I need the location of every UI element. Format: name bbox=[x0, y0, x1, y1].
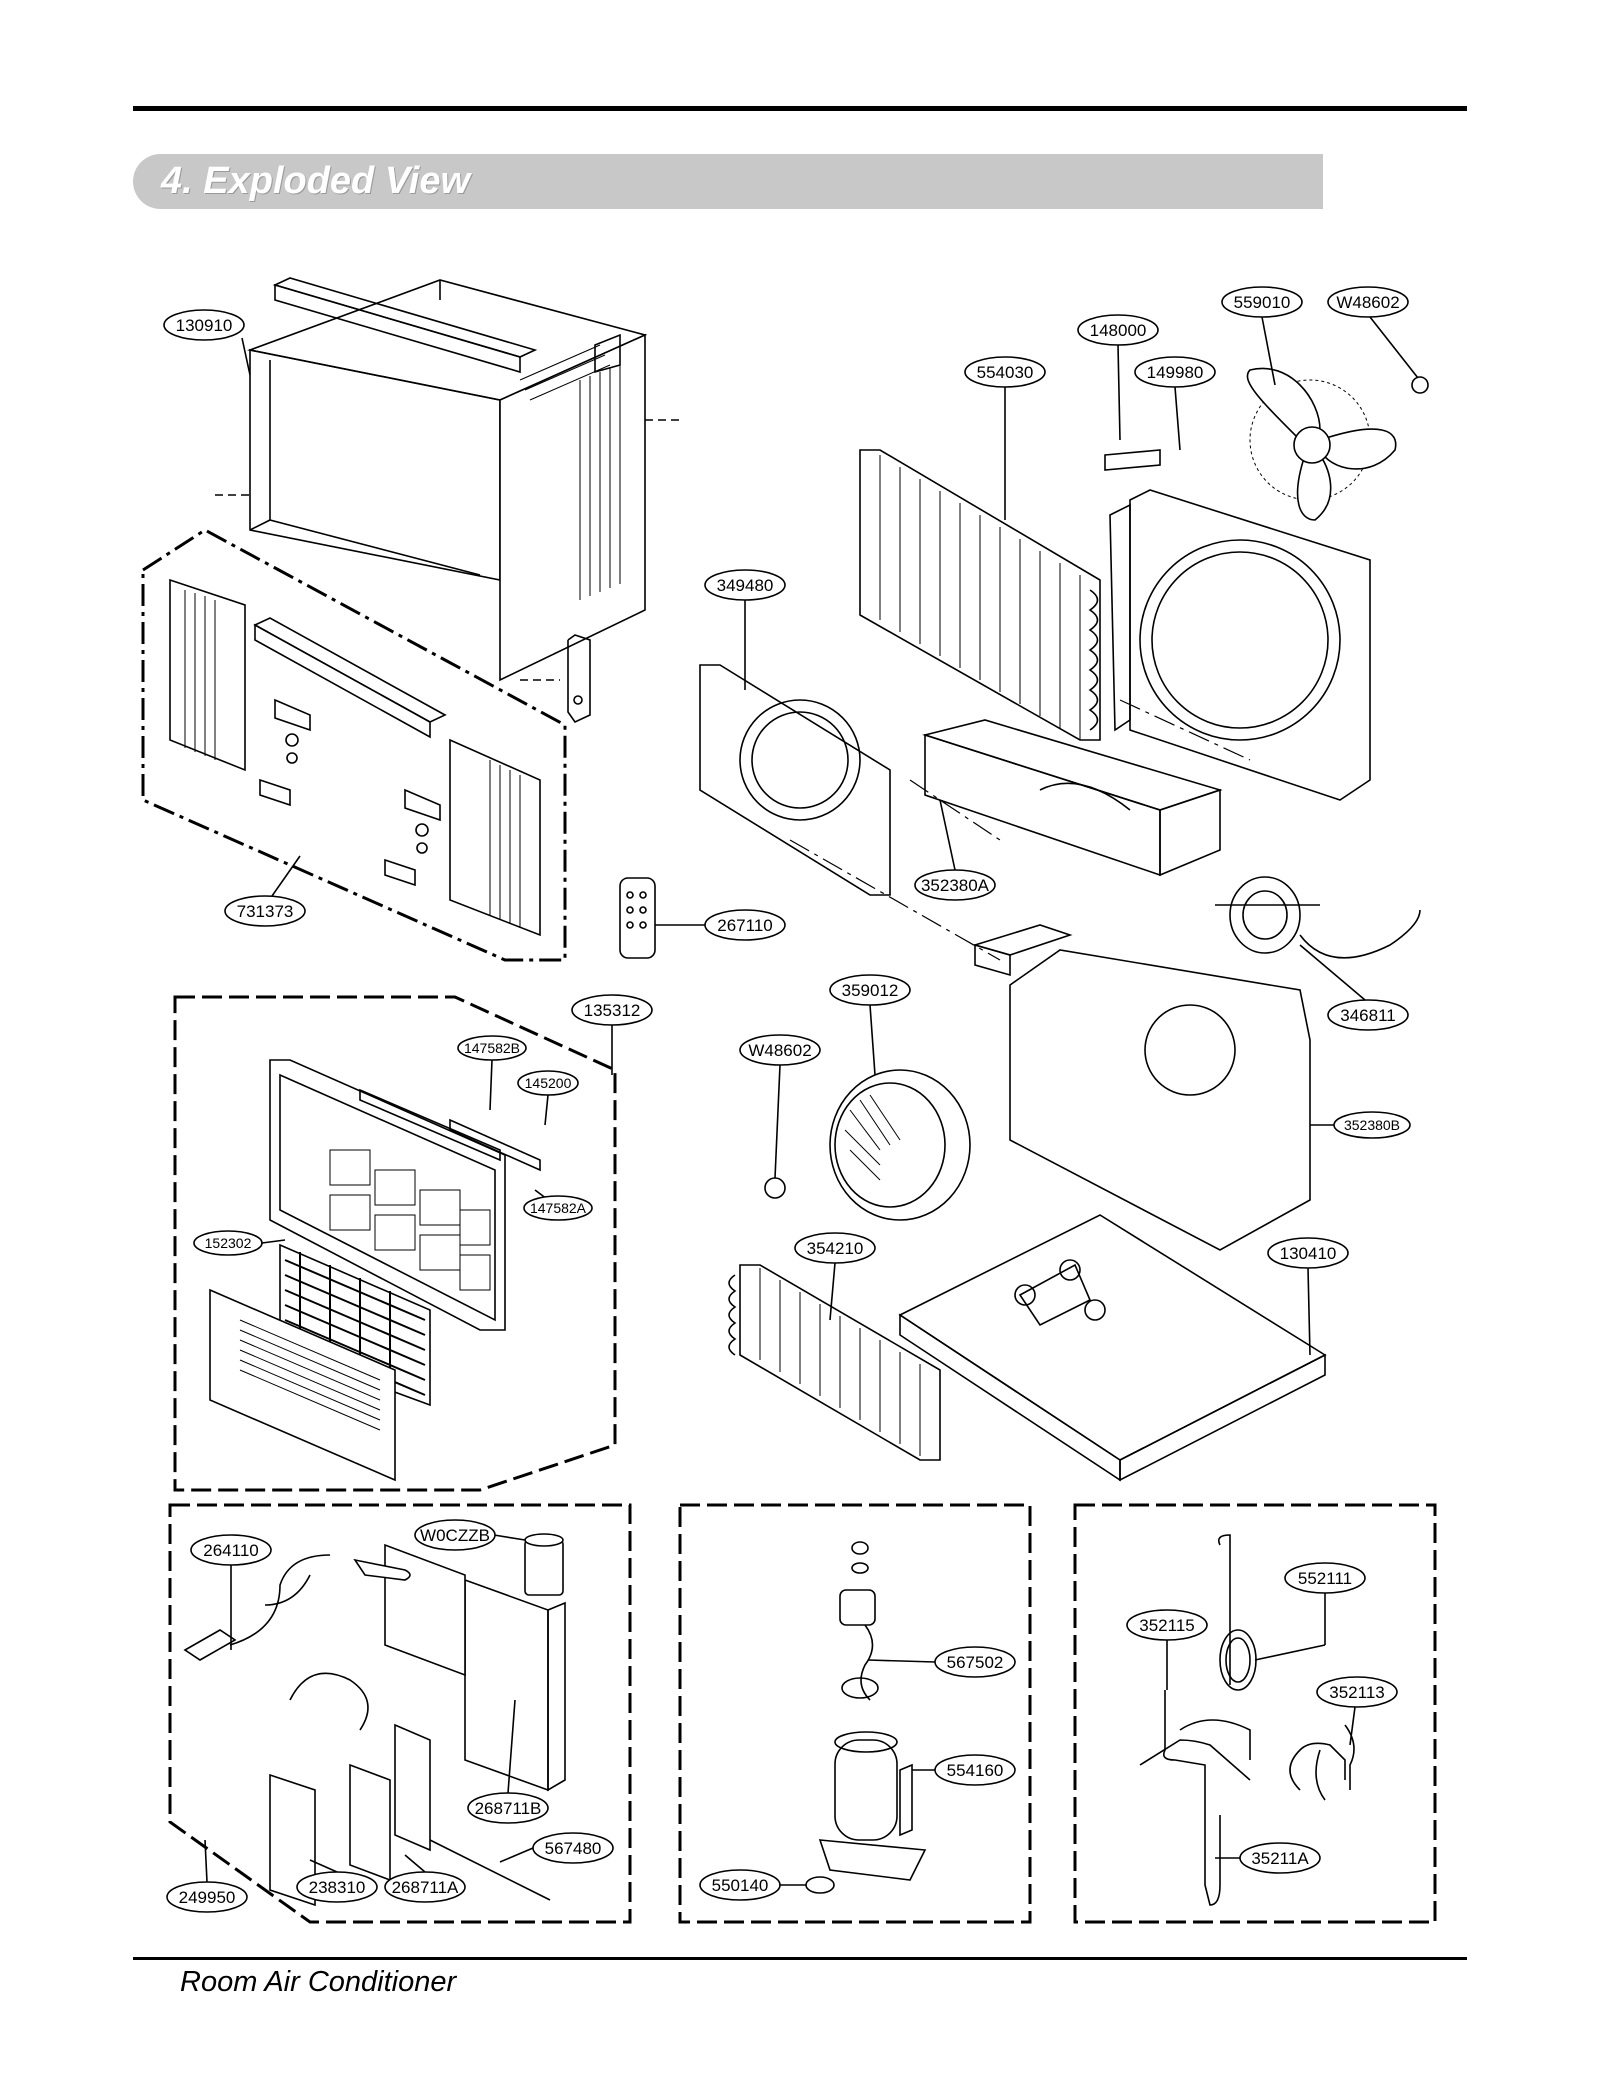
page-title: 4. Exploded View bbox=[161, 160, 471, 202]
part-label-352380b: 352380B bbox=[1310, 1111, 1411, 1139]
part-label-731373: 731373 bbox=[224, 855, 306, 927]
fan-motor-drawing bbox=[1215, 876, 1421, 959]
part-label-268711b: 268711B bbox=[467, 1699, 549, 1824]
base-pan-upper-drawing bbox=[922, 719, 1223, 877]
svg-text:349480: 349480 bbox=[717, 576, 774, 595]
svg-text:567502: 567502 bbox=[947, 1653, 1004, 1672]
footer-rule bbox=[133, 1957, 1467, 1960]
svg-text:554030: 554030 bbox=[977, 363, 1034, 382]
part-label-152302: 152302 bbox=[193, 1230, 286, 1256]
section-title-bar: 4. Exploded View bbox=[133, 154, 1323, 209]
part-label-554160: 554160 bbox=[912, 1754, 1016, 1786]
part-label-145200: 145200 bbox=[517, 1070, 579, 1126]
refrigerant-tubing-drawing bbox=[1139, 1534, 1355, 1906]
part-label-267110: 267110 bbox=[704, 909, 786, 941]
svg-text:559010: 559010 bbox=[1234, 293, 1291, 312]
part-label-352115: 352115 bbox=[1126, 1609, 1208, 1690]
front-grille-drawing bbox=[209, 1059, 541, 1482]
svg-text:346811: 346811 bbox=[1340, 1006, 1395, 1025]
svg-text:352380B: 352380B bbox=[1344, 1117, 1400, 1133]
svg-text:147582B: 147582B bbox=[464, 1040, 520, 1056]
fan-blade-drawing bbox=[1246, 367, 1429, 521]
svg-text:359012: 359012 bbox=[842, 981, 899, 1000]
svg-text:352115: 352115 bbox=[1139, 1616, 1194, 1635]
svg-text:145200: 145200 bbox=[525, 1075, 572, 1091]
svg-text:152302: 152302 bbox=[205, 1235, 252, 1251]
part-label-552111: 552111 bbox=[1284, 1562, 1366, 1645]
fan-shroud-drawing bbox=[1104, 449, 1371, 801]
base-chassis-drawing bbox=[898, 1214, 1327, 1482]
header-rule bbox=[133, 106, 1467, 111]
remote-control-drawing bbox=[619, 877, 705, 959]
svg-text:238310: 238310 bbox=[309, 1878, 366, 1897]
condenser-coil-drawing bbox=[859, 449, 1101, 741]
svg-text:552111: 552111 bbox=[1298, 1569, 1352, 1588]
part-label-147582b: 147582B bbox=[457, 1035, 527, 1111]
part-label-268711a: 268711A bbox=[384, 1854, 466, 1903]
part-label-550140: 550140 bbox=[699, 1869, 806, 1901]
svg-text:148000: 148000 bbox=[1090, 321, 1147, 340]
part-label-554030: 554030 bbox=[964, 356, 1046, 520]
part-label-559010: 559010 bbox=[1221, 286, 1303, 386]
part-label-149980: 149980 bbox=[1134, 356, 1216, 451]
svg-text:130910: 130910 bbox=[176, 316, 233, 335]
part-label-346811: 346811 bbox=[1299, 944, 1409, 1031]
svg-text:249950: 249950 bbox=[179, 1888, 236, 1907]
svg-text:354210: 354210 bbox=[807, 1239, 864, 1258]
part-label-352380a: 352380A bbox=[914, 799, 996, 901]
cabinet-drawing bbox=[215, 277, 680, 724]
svg-text:550140: 550140 bbox=[712, 1876, 769, 1895]
svg-text:352380A: 352380A bbox=[921, 876, 990, 895]
part-label-352113: 352113 bbox=[1316, 1676, 1398, 1746]
svg-text:147582A: 147582A bbox=[530, 1200, 587, 1216]
blower-housing-drawing bbox=[972, 924, 1311, 1251]
svg-text:554160: 554160 bbox=[947, 1761, 1004, 1780]
footer-caption: Room Air Conditioner bbox=[180, 1966, 457, 1998]
part-label-147582a: 147582A bbox=[523, 1189, 593, 1221]
svg-text:731373: 731373 bbox=[237, 902, 294, 921]
mounting-kit-drawing bbox=[169, 578, 541, 937]
svg-text:267110: 267110 bbox=[717, 916, 772, 935]
orifice-panel-drawing bbox=[699, 664, 891, 896]
svg-text:135312: 135312 bbox=[584, 1001, 641, 1020]
svg-text:W0CZZB: W0CZZB bbox=[420, 1526, 490, 1545]
part-label-249950: 249950 bbox=[166, 1839, 248, 1913]
svg-text:352113: 352113 bbox=[1329, 1683, 1384, 1702]
part-label-135312: 135312 bbox=[571, 994, 653, 1075]
svg-text:35211A: 35211A bbox=[1251, 1849, 1309, 1868]
electrical-parts-drawing bbox=[183, 1533, 566, 1907]
part-label-349480: 349480 bbox=[704, 569, 786, 690]
svg-text:W48602: W48602 bbox=[748, 1041, 811, 1060]
svg-text:W48602: W48602 bbox=[1336, 293, 1399, 312]
compressor-drawing bbox=[805, 1541, 927, 1894]
part-label-354210: 354210 bbox=[794, 1232, 876, 1321]
part-label-130410: 130410 bbox=[1267, 1237, 1349, 1356]
part-label-w48602-bottom: W48602 bbox=[739, 1034, 821, 1179]
part-label-567502: 567502 bbox=[867, 1646, 1016, 1678]
svg-text:567480: 567480 bbox=[545, 1839, 602, 1858]
part-label-w48602-top: W48602 bbox=[1327, 286, 1419, 379]
svg-text:268711A: 268711A bbox=[392, 1878, 459, 1897]
part-label-35211a: 35211A bbox=[1215, 1842, 1321, 1874]
svg-text:264110: 264110 bbox=[203, 1541, 258, 1560]
part-label-264110: 264110 bbox=[190, 1534, 272, 1650]
part-label-148000: 148000 bbox=[1077, 314, 1159, 441]
evaporator-coil-drawing bbox=[728, 1264, 941, 1461]
part-label-130910: 130910 bbox=[163, 309, 251, 376]
svg-text:130410: 130410 bbox=[1280, 1244, 1337, 1263]
svg-text:149980: 149980 bbox=[1147, 363, 1204, 382]
blower-wheel-drawing bbox=[764, 1069, 971, 1221]
part-label-w0czzb: W0CZZB bbox=[414, 1519, 526, 1551]
part-label-359012: 359012 bbox=[829, 974, 911, 1076]
part-label-567480: 567480 bbox=[499, 1832, 614, 1864]
part-label-238310: 238310 bbox=[296, 1859, 378, 1903]
svg-text:268711B: 268711B bbox=[475, 1799, 542, 1818]
